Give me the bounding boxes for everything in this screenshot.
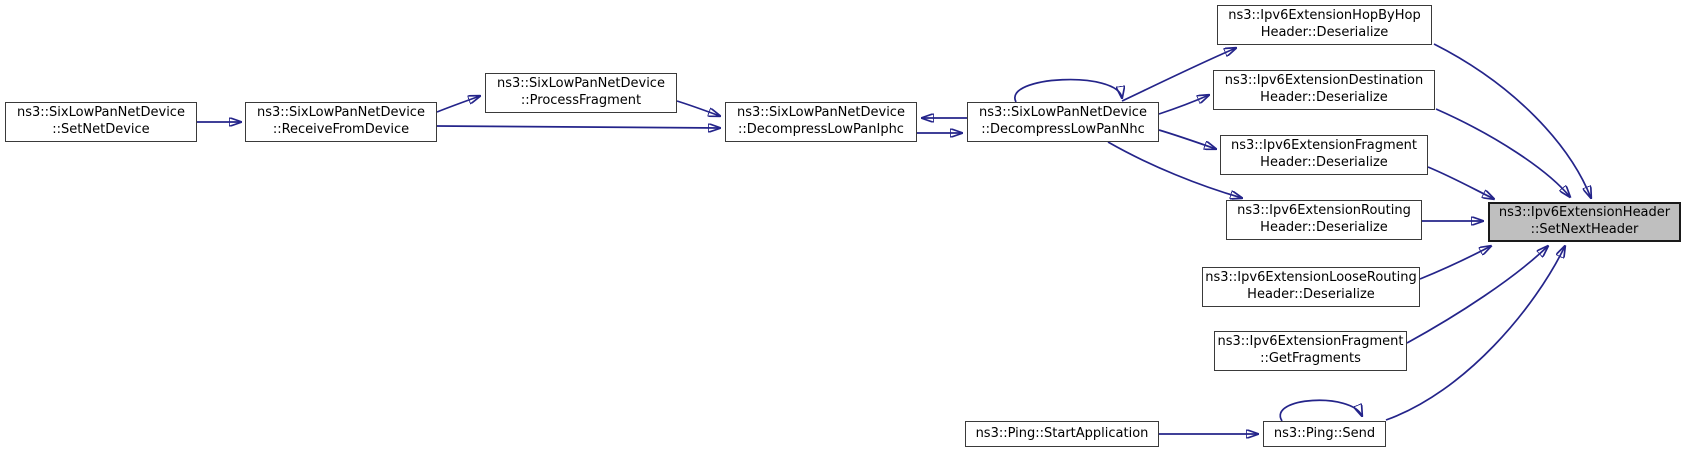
node-set-net-device[interactable]: ns3::SixLowPanNetDevice ::SetNetDevice [5,102,197,142]
edge-receivefromdevice-to-decompresslowpaniphc [436,126,720,128]
edge-decompresslowpannhc-to-fragmentdeserialize [1158,129,1216,149]
node-process-fragment[interactable]: ns3::SixLowPanNetDevice ::ProcessFragmen… [485,73,677,113]
node-label: ns3::Ipv6ExtensionLooseRouting Header::D… [1205,270,1417,302]
edge-hopbyhop-to-setnextheader [1433,43,1591,198]
node-loose-routing-deserialize[interactable]: ns3::Ipv6ExtensionLooseRouting Header::D… [1202,267,1420,307]
node-label: ns3::SixLowPanNetDevice ::SetNetDevice [17,105,185,137]
edge-decompresslowpannhc-to-destination [1158,95,1209,115]
node-label: ns3::SixLowPanNetDevice ::DecompressLowP… [979,105,1147,137]
node-hop-by-hop-deserialize[interactable]: ns3::Ipv6ExtensionHopByHop Header::Deser… [1217,5,1432,45]
node-label: ns3::Ipv6ExtensionFragment ::GetFragment… [1217,334,1404,366]
node-label: ns3::Ipv6ExtensionFragment Header::Deser… [1230,138,1417,170]
node-destination-deserialize[interactable]: ns3::Ipv6ExtensionDestination Header::De… [1213,70,1435,110]
node-label: ns3::SixLowPanNetDevice ::DecompressLowP… [737,105,905,137]
edge-decompresslowpannhc-self-loop [1014,78,1122,103]
node-label: ns3::Ipv6ExtensionHeader ::SetNextHeader [1498,205,1671,237]
edge-getfragments-to-setnextheader [1406,246,1548,344]
edge-processfragment-to-decompresslowpaniphc [676,100,720,116]
edge-pingsend-self-loop [1279,399,1362,422]
node-label: ns3::Ping::StartApplication [975,425,1149,441]
node-decompress-lowpan-nhc[interactable]: ns3::SixLowPanNetDevice ::DecompressLowP… [967,102,1159,142]
node-ping-start-application[interactable]: ns3::Ping::StartApplication [965,421,1159,447]
node-decompress-lowpan-iphc[interactable]: ns3::SixLowPanNetDevice ::DecompressLowP… [725,102,917,142]
node-label: ns3::Ipv6ExtensionHopByHop Header::Deser… [1228,8,1421,40]
node-label: ns3::SixLowPanNetDevice ::ProcessFragmen… [497,76,665,108]
node-receive-from-device[interactable]: ns3::SixLowPanNetDevice ::ReceiveFromDev… [245,102,437,142]
node-label: ns3::Ping::Send [1273,425,1376,441]
edge-receivefromdevice-to-processfragment [436,96,480,113]
node-routing-deserialize[interactable]: ns3::Ipv6ExtensionRouting Header::Deseri… [1226,200,1422,240]
node-fragment-deserialize[interactable]: ns3::Ipv6ExtensionFragment Header::Deser… [1220,135,1428,175]
edge-decompresslowpannhc-to-routing [1107,141,1242,198]
edge-destination-to-setnextheader [1435,108,1570,197]
node-ping-send[interactable]: ns3::Ping::Send [1263,421,1386,447]
node-set-next-header[interactable]: ns3::Ipv6ExtensionHeader ::SetNextHeader [1488,202,1681,242]
edge-pingsend-to-setnextheader [1385,246,1565,421]
node-label: ns3::Ipv6ExtensionDestination Header::De… [1224,73,1424,105]
edge-looserouting-to-setnextheader [1419,246,1491,280]
edge-decompresslowpannhc-to-hopbyhop [1121,48,1236,102]
node-label: ns3::SixLowPanNetDevice ::ReceiveFromDev… [257,105,425,137]
edge-fragmentdeserialize-to-setnextheader [1427,166,1494,199]
node-label: ns3::Ipv6ExtensionRouting Header::Deseri… [1237,203,1411,235]
node-get-fragments[interactable]: ns3::Ipv6ExtensionFragment ::GetFragment… [1214,331,1407,371]
